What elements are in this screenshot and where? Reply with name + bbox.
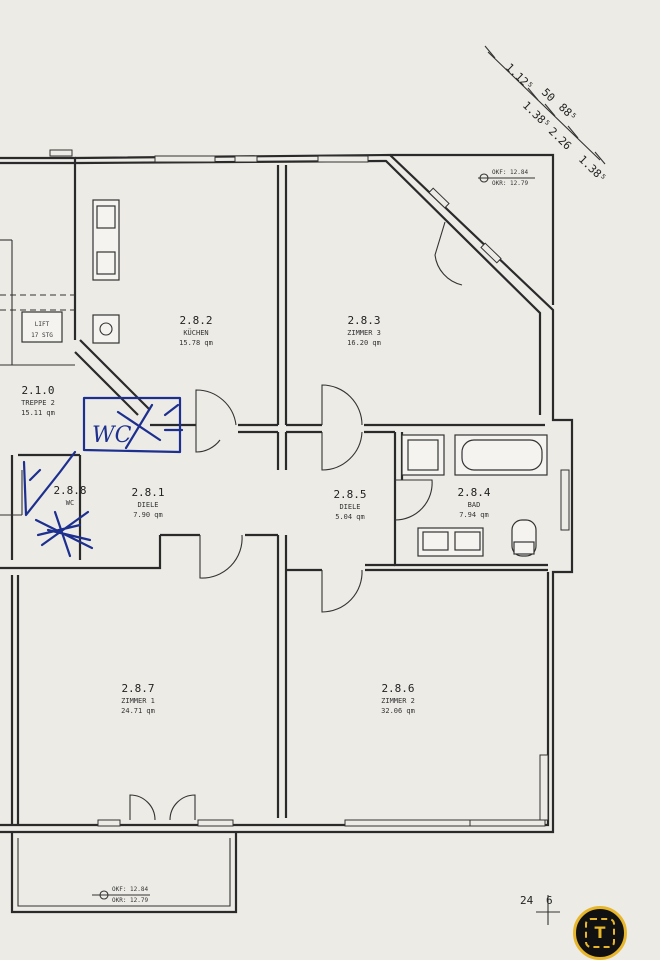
room-name-2-8-1: DIELE xyxy=(137,501,158,509)
level-marker-line1: OKF: 12.84 xyxy=(492,169,529,176)
room-number-2-8-8: 2.8.8 xyxy=(53,484,86,497)
level-marker: OKF: 12.84 OKR: 12.79 xyxy=(478,169,535,187)
room-name-2-8-4: BAD xyxy=(468,501,481,509)
dim-bottom-b: 6 xyxy=(546,894,553,907)
room-name-2-8-3: ZIMMER 3 xyxy=(347,329,381,337)
level-marker-line2: OKR: 12.79 xyxy=(492,180,529,187)
room-name-2-8-5: DIELE xyxy=(339,503,360,511)
balcony: OKF: 12.84 OKR: 12.79 xyxy=(10,832,238,914)
room-area-2-8-3: 16.20 qm xyxy=(347,339,381,347)
room-number-2-8-2: 2.8.2 xyxy=(179,314,212,327)
dimension-bottom: 24 6 xyxy=(520,894,560,925)
room-area-2-8-4: 7.94 qm xyxy=(459,511,489,519)
left-partition xyxy=(0,470,23,516)
scan-frame: T xyxy=(585,918,615,948)
dim-bottom-a: 24 xyxy=(520,894,534,907)
room-number-2-8-4: 2.8.4 xyxy=(457,486,490,499)
stair-note-line1: LIFT xyxy=(35,321,50,328)
dim-1: 1.12⁵ xyxy=(503,61,536,93)
handwritten-annotation: WC xyxy=(22,396,184,558)
dimension-chain: 1.12⁵ 50 88⁵ 1.38⁵ 2.26 1.38⁵ xyxy=(484,45,609,185)
room-area-2-8-7: 24.71 qm xyxy=(121,707,155,715)
room-number-2-8-3: 2.8.3 xyxy=(347,314,380,327)
room-area-2-8-5: 5.04 qm xyxy=(335,513,365,521)
balcony-level-line2: OKR: 12.79 xyxy=(112,897,149,904)
bath-fixtures xyxy=(401,434,548,557)
kitchen-fixtures xyxy=(92,199,120,344)
room-area-2-8-1: 7.90 qm xyxy=(133,511,163,519)
room-name-2-8-7: ZIMMER 1 xyxy=(121,697,155,705)
room-area-2-8-6: 32.06 qm xyxy=(381,707,415,715)
windows xyxy=(49,149,570,827)
dim-2: 50 xyxy=(539,86,558,105)
room-name-2-1-0: TREPPE 2 xyxy=(21,399,55,407)
room-name-2-8-8: WC xyxy=(66,499,74,507)
balcony-level-line1: OKF: 12.84 xyxy=(112,886,149,893)
doors xyxy=(129,221,463,821)
room-name-2-8-2: KÜCHEN xyxy=(183,328,208,337)
room-area-2-1-0: 15.11 qm xyxy=(21,409,55,417)
room-number-2-8-7: 2.8.7 xyxy=(121,682,154,695)
dim-6: 1.38⁵ xyxy=(576,153,609,185)
handwritten-wc-label: WC xyxy=(92,423,132,448)
interior-walls xyxy=(0,165,548,825)
room-area-2-8-2: 15.78 qm xyxy=(179,339,213,347)
room-number-2-8-6: 2.8.6 xyxy=(381,682,414,695)
text-scan-icon[interactable]: T xyxy=(573,906,627,960)
staircase: LIFT 17 STG xyxy=(0,239,75,366)
stair-note-line2: 17 STG xyxy=(31,332,53,339)
room-name-2-8-6: ZIMMER 2 xyxy=(381,697,415,705)
room-labels: 2.8.2 KÜCHEN 15.78 qm 2.8.3 ZIMMER 3 16.… xyxy=(21,314,491,715)
room-number-2-8-5: 2.8.5 xyxy=(333,488,366,501)
room-number-2-8-1: 2.8.1 xyxy=(131,486,164,499)
room-number-2-1-0: 2.1.0 xyxy=(21,384,54,397)
